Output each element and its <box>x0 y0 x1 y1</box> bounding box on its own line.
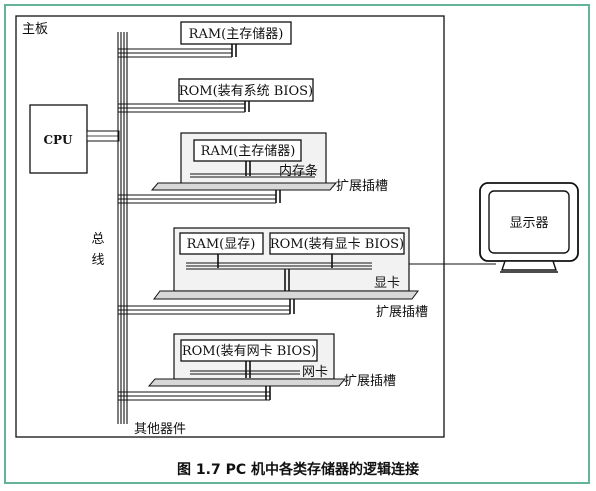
other-devices-label: 其他器件 <box>134 422 186 437</box>
memory-stick-label: 内存条 <box>279 163 318 179</box>
rom-system-bios-box <box>178 78 314 102</box>
monitor-icon <box>479 182 579 273</box>
figure-caption: 图 1.7 PC 机中各类存储器的逻辑连接 <box>177 462 419 478</box>
rom-nic-bios-box <box>180 339 318 362</box>
expansion-slot-2-label: 扩展插槽 <box>376 305 428 320</box>
bus-label-1: 总 <box>91 232 104 247</box>
cpu-label: CPU <box>43 133 73 147</box>
expansion-slot-2 <box>153 290 419 300</box>
ram-main-module-label: RAM(主存储器) <box>201 144 296 159</box>
bus-label-2: 线 <box>91 253 104 268</box>
ram-main-module-box <box>193 139 302 162</box>
bus-branches <box>118 48 290 401</box>
mainboard-rect <box>15 15 445 438</box>
ram-main-label: RAM(主存储器) <box>189 27 284 42</box>
mainboard-label: 主板 <box>22 22 48 37</box>
ram-video-box <box>179 232 264 255</box>
expansion-slot-3-label: 扩展插槽 <box>344 374 396 389</box>
video-card-label: 显卡 <box>374 276 400 291</box>
expansion-slot-1 <box>150 182 338 191</box>
cpu-box <box>29 104 88 174</box>
monitor-label: 显示器 <box>509 216 548 231</box>
rom-video-bios-label: ROM(装有显卡 BIOS) <box>270 237 404 252</box>
system-bus <box>117 32 128 424</box>
rom-system-bios-label: ROM(装有系统 BIOS) <box>179 84 313 99</box>
network-card-label: 网卡 <box>302 365 328 380</box>
rom-video-bios-box <box>269 232 405 255</box>
rom-nic-bios-label: ROM(装有网卡 BIOS) <box>182 344 316 359</box>
ram-video-label: RAM(显存) <box>187 237 256 252</box>
expansion-slot-1-label: 扩展插槽 <box>336 179 388 194</box>
expansion-slot-3 <box>147 378 347 387</box>
